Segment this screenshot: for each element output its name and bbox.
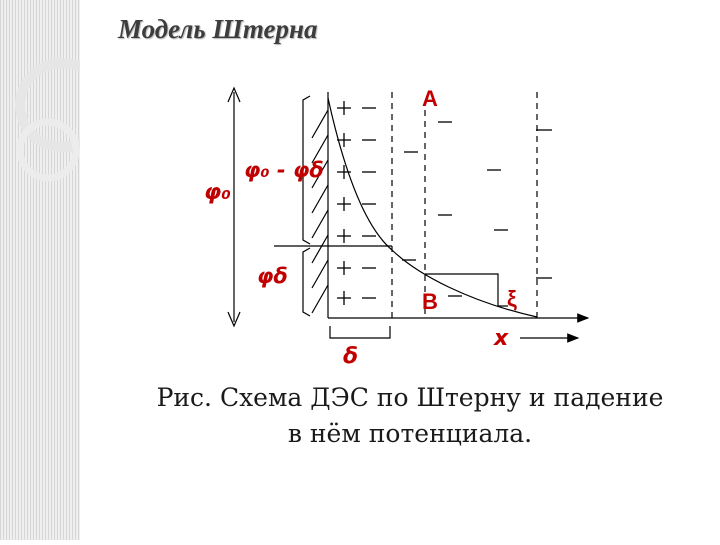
positive-charges xyxy=(337,101,351,305)
delta-brace xyxy=(330,326,390,338)
lower-potential-brace xyxy=(303,248,310,316)
figure-caption: Рис. Схема ДЭС по Штерну и падение в нём… xyxy=(120,380,700,452)
phi0-minus-phid-label: φ₀ - φδ xyxy=(244,158,324,182)
caption-line-2: в нём потенциала. xyxy=(120,416,700,452)
point-b-label: B xyxy=(422,289,438,315)
delta-label: δ xyxy=(343,344,358,369)
dense-negative-charges xyxy=(362,108,376,298)
caption-line-1: Рис. Схема ДЭС по Штерну и падение xyxy=(120,380,700,416)
xi-label: ξ xyxy=(507,286,517,312)
phi0-range-arrow xyxy=(228,88,240,326)
electrode-hatching xyxy=(312,110,328,313)
phi0-label: φ₀ xyxy=(204,180,231,205)
phid-label: φδ xyxy=(257,264,288,288)
x-label: x xyxy=(494,326,508,351)
point-a-label: A xyxy=(422,86,438,112)
potential-curve xyxy=(328,98,537,317)
